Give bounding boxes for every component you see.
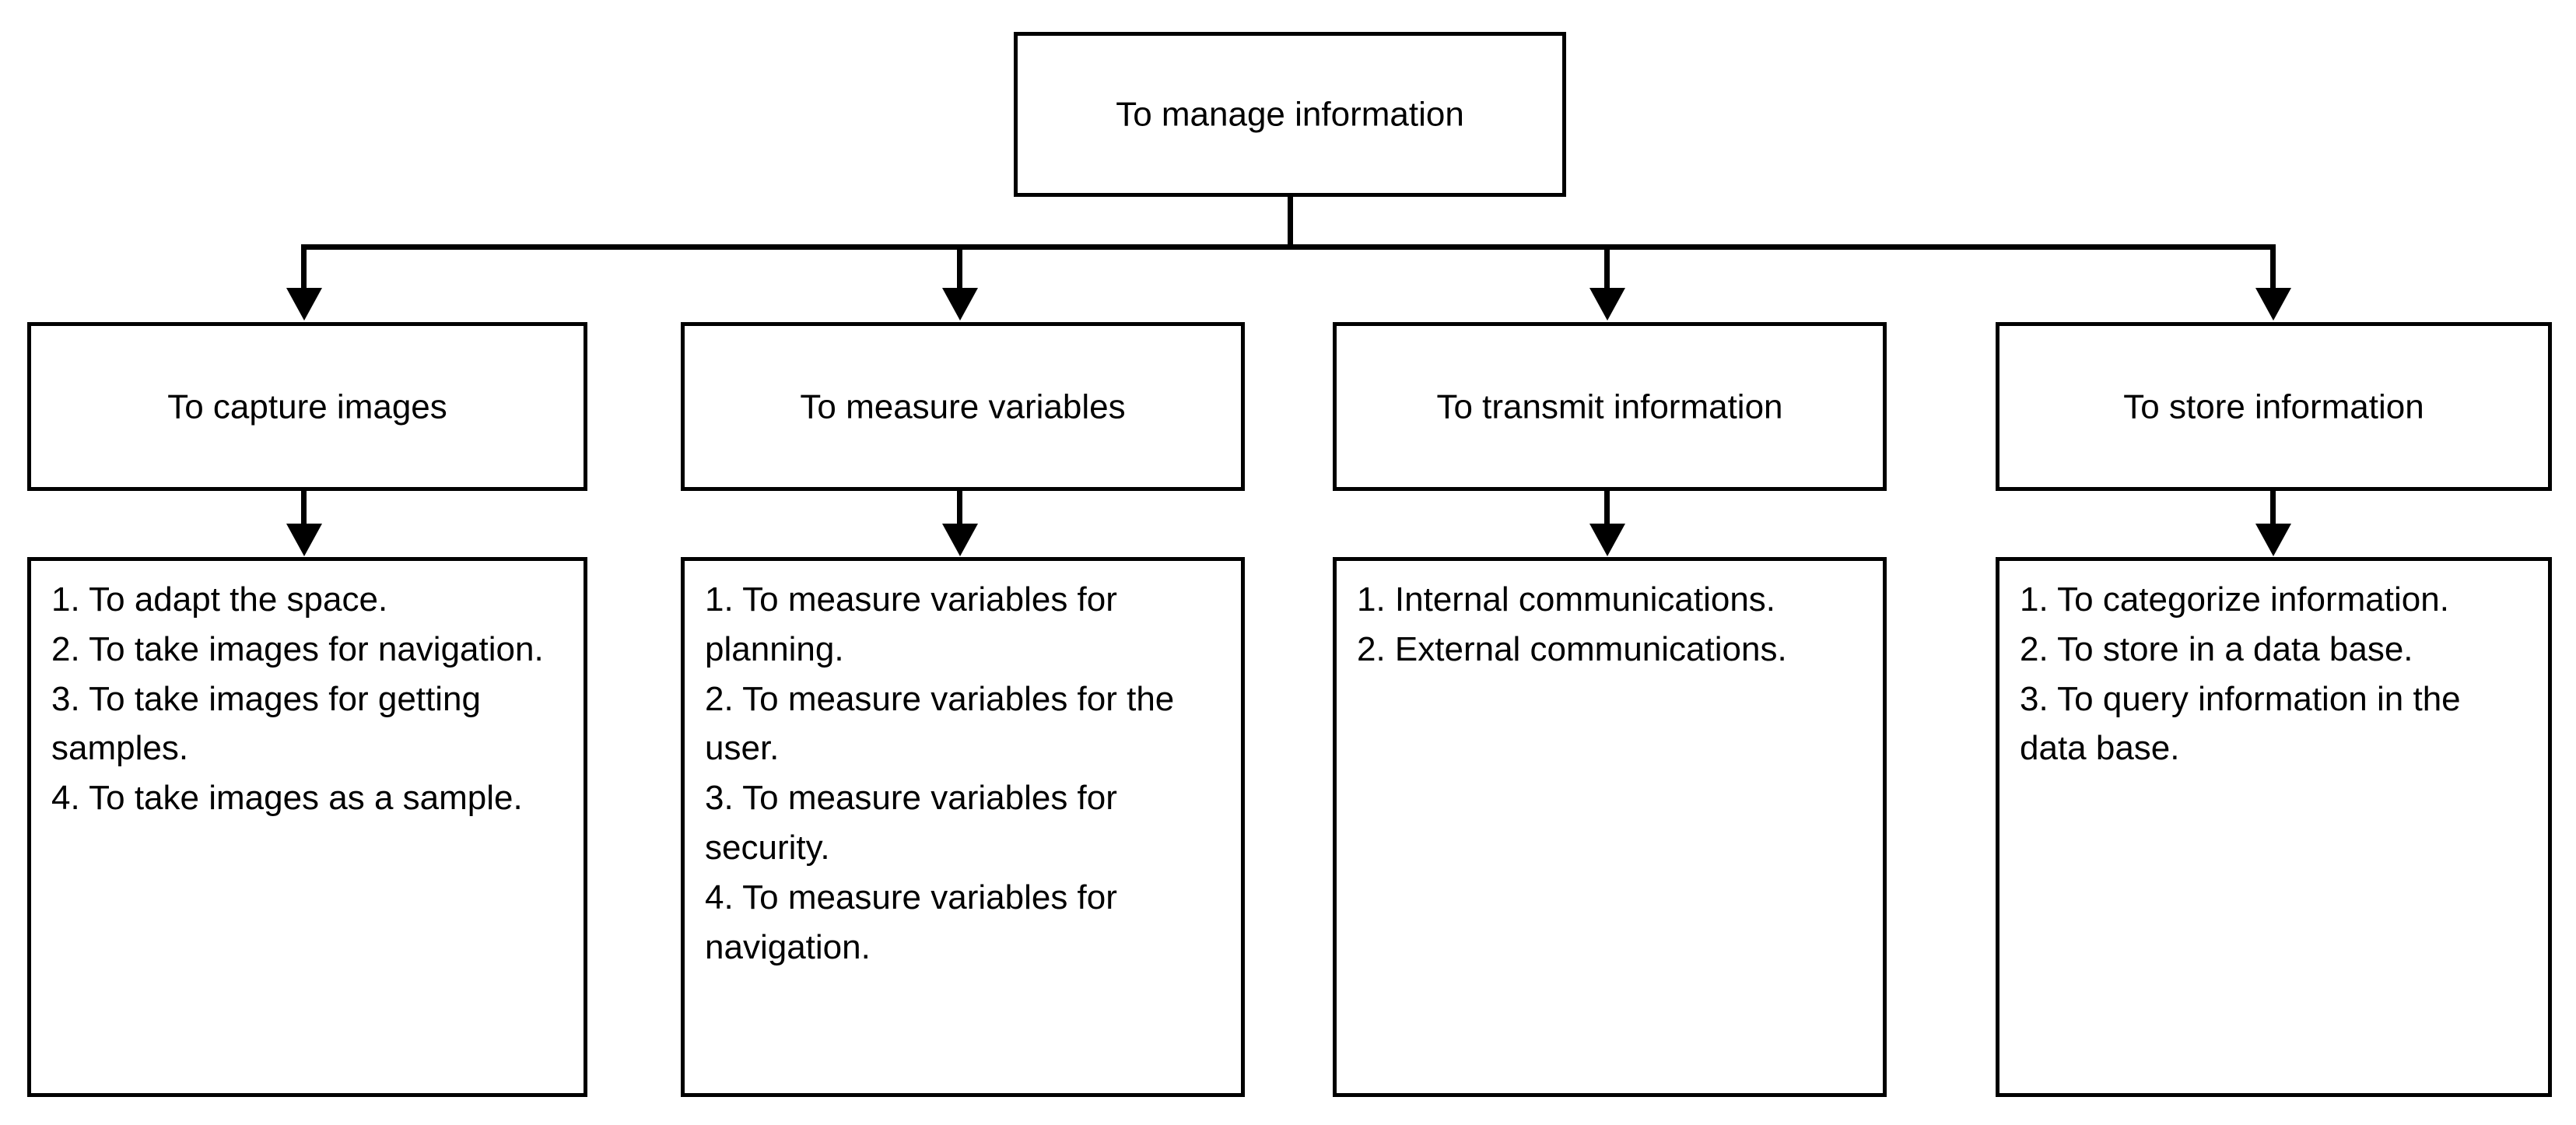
node-measure-variables[interactable]: To measure variables (681, 322, 1245, 491)
list-item: 4. To take images as a sample. (51, 779, 523, 818)
node-measure-variables-subfunctions[interactable]: 1. To measure variables for planning. 2.… (681, 557, 1245, 1097)
node-capture-images-subfunctions[interactable]: 1. To adapt the space. 2. To take images… (27, 557, 587, 1097)
store-information-list: 1. To categorize information. 2. To stor… (2020, 575, 2536, 773)
node-measure-variables-label: To measure variables (800, 387, 1126, 426)
node-root[interactable]: To manage information (1014, 32, 1566, 197)
list-item: 2. External communications. (1357, 629, 1787, 668)
connector-child-stem-3 (1604, 491, 1610, 525)
measure-variables-list: 1. To measure variables for planning. 2.… (705, 575, 1228, 972)
list-item: 3. To take images for getting samples. (51, 679, 481, 768)
list-item: 2. To take images for navigation. (51, 629, 544, 668)
node-store-information-subfunctions[interactable]: 1. To categorize information. 2. To stor… (1996, 557, 2552, 1097)
connector-bus-drop-3 (1604, 244, 1610, 289)
node-transmit-information-label: To transmit information (1436, 387, 1783, 426)
list-item: 2. To measure variables for the user. (705, 679, 1175, 768)
list-item: 1. Internal communications. (1357, 580, 1776, 619)
connector-bus-drop-1 (301, 244, 307, 289)
node-transmit-information[interactable]: To transmit information (1333, 322, 1887, 491)
connector-child-stem-1 (301, 491, 307, 525)
list-item: 1. To measure variables for planning. (705, 580, 1117, 668)
transmit-information-list: 1. Internal communications. 2. External … (1357, 575, 1870, 675)
node-capture-images[interactable]: To capture images (27, 322, 587, 491)
connector-child-stem-2 (957, 491, 962, 525)
list-item: 1. To categorize information. (2020, 580, 2449, 619)
list-item: 4. To measure variables for navigation. (705, 878, 1117, 966)
connector-child-stem-4 (2270, 491, 2276, 525)
list-item: 2. To store in a data base. (2020, 629, 2413, 668)
connector-bus-drop-4 (2270, 244, 2276, 289)
arrowhead-child-1 (286, 524, 322, 556)
node-capture-images-label: To capture images (167, 387, 447, 426)
arrowhead-bus-1 (286, 288, 322, 321)
arrowhead-child-4 (2255, 524, 2291, 556)
list-item: 3. To query information in the data base… (2020, 679, 2461, 768)
node-store-information-label: To store information (2123, 387, 2424, 426)
capture-images-list: 1. To adapt the space. 2. To take images… (51, 575, 571, 823)
arrowhead-bus-4 (2255, 288, 2291, 321)
node-transmit-information-subfunctions[interactable]: 1. Internal communications. 2. External … (1333, 557, 1887, 1097)
arrowhead-child-3 (1589, 524, 1625, 556)
connector-root-stem (1288, 197, 1293, 249)
node-root-label: To manage information (1116, 95, 1464, 134)
connector-bus (301, 244, 2276, 250)
list-item: 1. To adapt the space. (51, 580, 388, 619)
node-store-information[interactable]: To store information (1996, 322, 2552, 491)
arrowhead-bus-3 (1589, 288, 1625, 321)
connector-bus-drop-2 (957, 244, 962, 289)
list-item: 3. To measure variables for security. (705, 779, 1117, 867)
arrowhead-bus-2 (942, 288, 978, 321)
arrowhead-child-2 (942, 524, 978, 556)
